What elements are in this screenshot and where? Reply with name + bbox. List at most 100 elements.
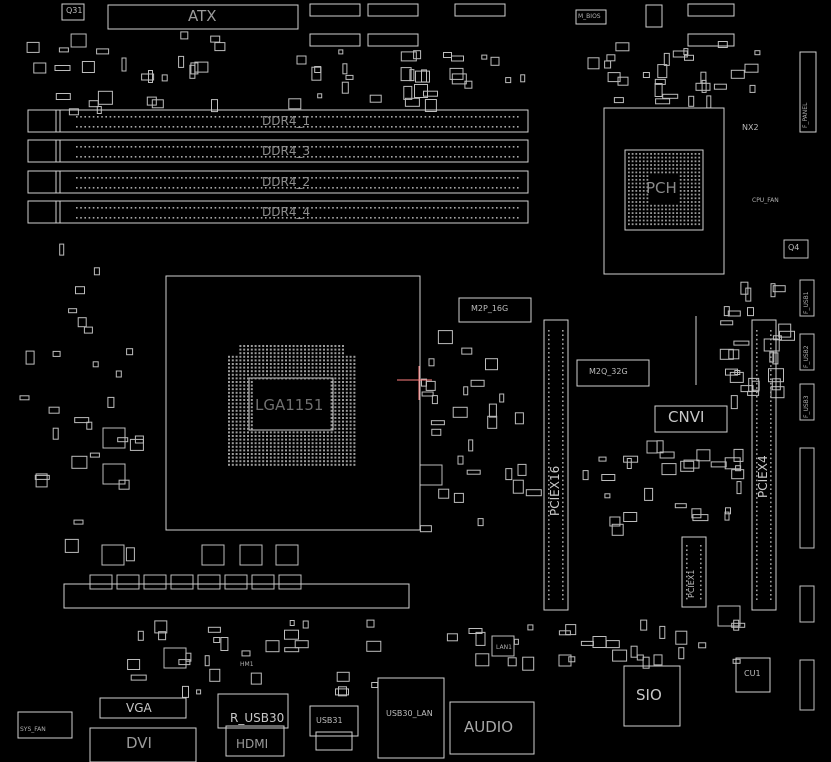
dimm-pin	[386, 146, 389, 148]
dimm-pin	[76, 146, 78, 148]
dimm-pin	[88, 156, 91, 158]
dimm-pin	[235, 177, 238, 179]
lga-pin	[334, 363, 337, 365]
dimm-pin	[172, 187, 175, 189]
pch-ball	[665, 171, 667, 174]
dimm-pin	[193, 146, 196, 148]
dimm-pin	[235, 217, 238, 219]
dimm-pin	[403, 146, 406, 148]
dimm-pin	[378, 187, 380, 189]
header-pin-block	[278, 574, 302, 590]
lga-pin	[300, 370, 303, 373]
lga-pin	[269, 449, 272, 452]
cpu-socket-label: LGA1151	[255, 396, 324, 414]
pch-ball	[687, 164, 689, 166]
pch-ball	[635, 215, 638, 218]
dimm-pin	[399, 207, 401, 209]
lga-pin	[315, 453, 318, 455]
dimm-pin	[353, 207, 355, 209]
dimm-pin	[349, 126, 351, 128]
lga-pin	[288, 445, 291, 448]
dimm-pin	[239, 187, 242, 189]
r-usb30-port	[217, 693, 289, 729]
hdmi-port	[225, 725, 285, 757]
lga-pin	[315, 438, 318, 441]
lga-pin	[243, 420, 246, 423]
lga-pin	[247, 406, 249, 409]
lga-pin	[311, 363, 314, 365]
lga-pin	[266, 370, 268, 373]
pch-ball	[690, 219, 693, 222]
pcie-pin	[756, 466, 758, 468]
smd-component	[209, 668, 221, 682]
lga-pin	[292, 438, 295, 441]
lga-pin	[330, 391, 333, 394]
usb31-port	[309, 705, 359, 737]
dimm-pin	[252, 156, 254, 158]
dimm-pin	[265, 187, 267, 189]
pch-ball	[653, 212, 656, 214]
dimm-pin	[197, 217, 200, 219]
pch-ball	[639, 186, 641, 189]
lga-pin	[349, 456, 352, 459]
lga-pin	[296, 366, 299, 369]
pch-ball	[672, 208, 675, 211]
pcie-pin	[756, 356, 758, 358]
pcie-pin	[770, 576, 772, 578]
dimm-pin	[244, 187, 246, 189]
dimm-pin	[365, 217, 368, 219]
pcie-pin	[756, 347, 758, 350]
lga-pin	[345, 363, 348, 365]
lga-pin	[326, 352, 329, 355]
pcie-pin	[548, 418, 550, 420]
lga-pin	[235, 449, 238, 452]
lga-pin	[239, 409, 242, 412]
lga-pin	[285, 373, 287, 376]
pcie-pin	[562, 550, 564, 552]
dimm-pin	[382, 116, 385, 118]
lga-pin	[262, 352, 265, 355]
dimm-pin	[466, 187, 469, 189]
lga-pin	[330, 449, 333, 452]
dimm-pin	[189, 217, 191, 219]
dimm-pin	[483, 126, 485, 128]
pch-ball	[690, 197, 693, 200]
dimm-pin	[357, 207, 359, 209]
pcie-pin	[686, 575, 688, 578]
dimm-pin	[164, 177, 166, 179]
pch-ball	[653, 164, 656, 166]
lga-pin	[228, 373, 230, 376]
dimm-pin	[84, 217, 86, 219]
pcie-pin	[686, 580, 688, 582]
pcie-pin	[770, 440, 772, 442]
lga-pin	[288, 453, 291, 455]
dimm-pin	[227, 146, 229, 148]
smd-component	[338, 49, 344, 55]
dimm-pin	[122, 146, 124, 148]
pch-ball	[683, 153, 686, 155]
lga-pin	[319, 359, 322, 362]
dimm-pin	[428, 217, 431, 219]
lga-pin	[330, 381, 333, 383]
dimm-pin	[118, 126, 120, 128]
dimm-pin	[374, 146, 376, 148]
lga-pin	[345, 388, 348, 391]
lga-pin	[250, 420, 253, 423]
lga-pin	[235, 431, 238, 434]
pch-ball	[628, 164, 630, 166]
lga-pin	[304, 442, 306, 445]
dimm-pin	[357, 116, 359, 118]
lga-pin	[285, 453, 287, 455]
lga-pin	[315, 348, 318, 351]
lga-pin	[285, 363, 287, 365]
dimm-pin	[76, 156, 78, 158]
smd-component	[127, 659, 141, 670]
dimm-pin	[391, 177, 393, 179]
dimm-pin	[407, 146, 410, 148]
pcie-pin	[770, 594, 772, 596]
dimm-pin	[470, 126, 473, 128]
smd-component	[250, 672, 262, 685]
dimm-pin	[202, 177, 204, 179]
dimm-pin	[97, 217, 99, 219]
pch-ball	[665, 167, 667, 170]
